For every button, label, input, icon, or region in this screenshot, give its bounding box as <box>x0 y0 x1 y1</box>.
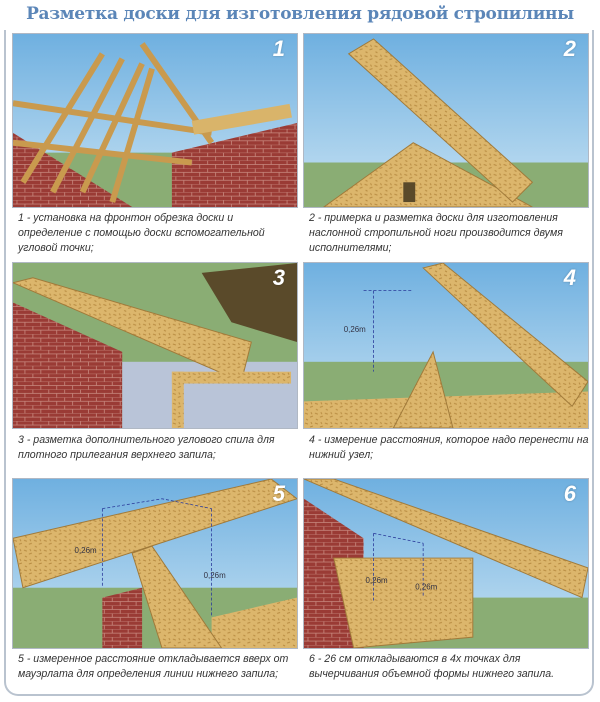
step-illustration-6: 0,26m 0,26m 6 <box>303 478 589 649</box>
step-caption: 3 - разметка дополнительного углового сп… <box>18 434 275 461</box>
step-caption: 6 - 26 см откладываются в 4х точках для … <box>309 653 555 680</box>
measure-label-2: 0,26m <box>415 583 437 592</box>
step-caption: 2 - примерка и разметка доски для изгото… <box>309 212 563 254</box>
measure-label-2: 0,26m <box>204 571 226 580</box>
step-illustration-3: 3 <box>12 262 298 429</box>
step-number: 3 <box>272 265 285 290</box>
step-illustration-2: 2 <box>303 33 589 208</box>
step-number: 6 <box>563 481 576 506</box>
measure-label: 0,26m <box>344 325 366 334</box>
page-title: Разметка доски для изготовления рядовой … <box>26 4 574 24</box>
measure-label: 0,26m <box>75 546 97 555</box>
frame-border <box>4 30 594 696</box>
step-number: 2 <box>563 36 576 61</box>
step-caption: 1 - установка на фронтон обрезка доски и… <box>18 212 265 254</box>
step-caption: 4 - измерение расстояния, которое надо п… <box>309 434 589 461</box>
step-illustration-4: 0,26m 4 <box>303 262 589 429</box>
step-illustration-1: 1 <box>12 33 298 208</box>
step-caption: 5 - измеренное расстояние откладывается … <box>18 653 289 680</box>
step-number: 4 <box>563 265 576 290</box>
step-illustration-5: 0,26m 0,26m 5 <box>12 478 298 649</box>
step-number: 1 <box>272 36 285 61</box>
step-number: 5 <box>272 481 285 506</box>
measure-label: 0,26m <box>366 576 388 585</box>
